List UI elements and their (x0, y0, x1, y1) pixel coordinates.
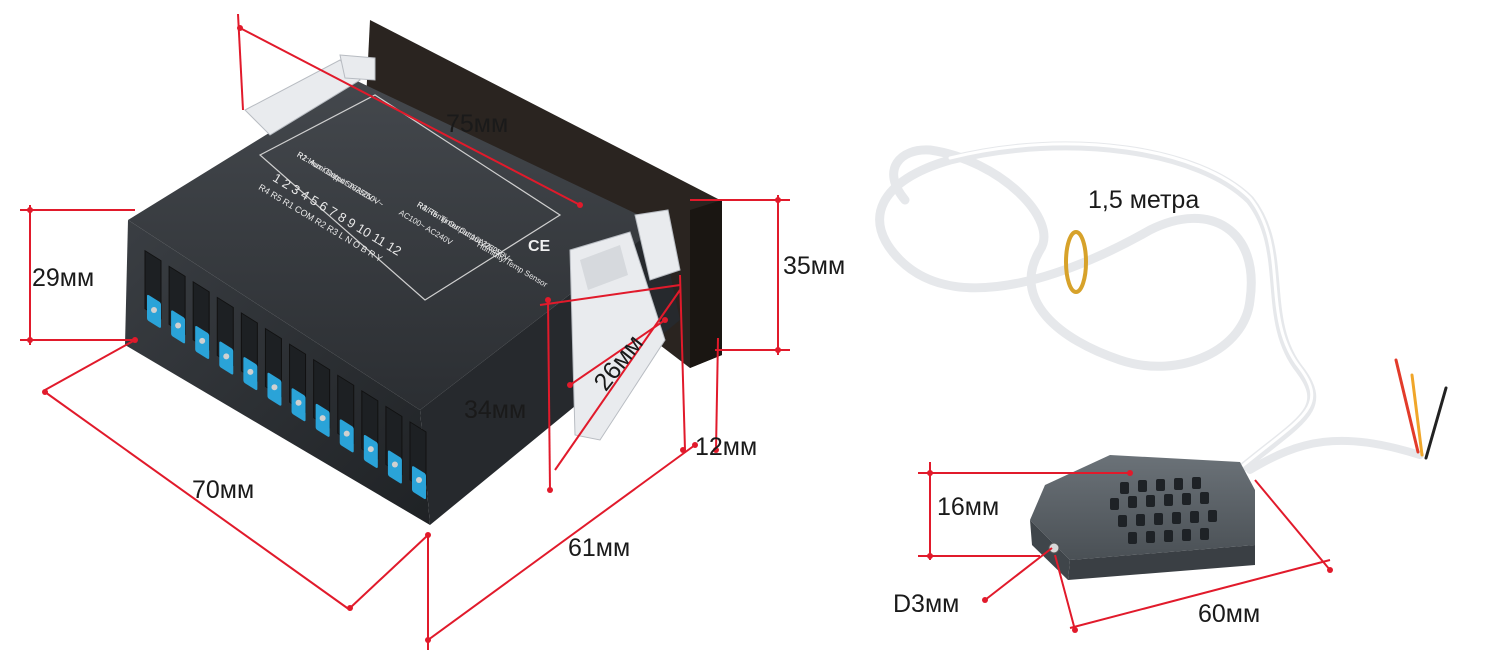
vent-slot (1128, 496, 1137, 508)
controller-top-face (128, 80, 660, 410)
terminal-screw (319, 415, 326, 422)
vent-slot (1172, 512, 1181, 524)
sensor-vent-slots (1110, 477, 1217, 544)
dim-70mm: 70мм (192, 476, 255, 504)
dimension-endpoint (567, 382, 573, 388)
vent-slot (1174, 478, 1183, 490)
dimension-endpoint (982, 597, 988, 603)
dim-34mm: 34мм (464, 396, 527, 424)
dimension-endpoint (425, 637, 431, 643)
dimension-endpoint (680, 447, 686, 453)
spec-label-frame (258, 94, 562, 301)
dimension-endpoint (1327, 567, 1333, 573)
terminal-screw (175, 322, 182, 329)
sensor-body (1030, 455, 1255, 560)
mounting-hole (1048, 542, 1060, 554)
dimension-endpoint (237, 25, 243, 31)
vent-slot (1208, 510, 1217, 522)
dimension-endpoint (425, 532, 431, 538)
terminal-screw (271, 384, 278, 391)
vent-slot (1110, 498, 1119, 510)
dimension-endpoint (42, 389, 48, 395)
vent-slot (1138, 480, 1147, 492)
vent-slot (1156, 479, 1165, 491)
dimension-endpoint (27, 207, 33, 213)
dimension-endpoint (775, 197, 781, 203)
vent-slot (1190, 511, 1199, 523)
dimension-endpoint (545, 297, 551, 303)
mounting-clips (244, 54, 681, 441)
cable-length: 1,5 метра (1088, 186, 1200, 214)
terminal-screw (343, 430, 350, 437)
terminal-screw (367, 446, 374, 453)
sensor-dimension-endpoints (927, 470, 1333, 633)
sensor-bottom (1068, 545, 1255, 580)
terminal-screw (151, 307, 157, 313)
dimension-endpoints (27, 25, 781, 643)
dimension-endpoint (547, 487, 553, 493)
controller-dimensions (20, 13, 790, 650)
dimension-endpoint (132, 337, 138, 343)
dimension-endpoint (927, 470, 933, 476)
clip-right-ridges (580, 245, 628, 290)
vent-slot (1164, 530, 1173, 542)
vent-slot (1192, 477, 1201, 489)
terminal-screw (391, 461, 398, 468)
clip-left (244, 59, 361, 136)
sensor-cable-highlight (948, 142, 1314, 470)
dimension-endpoint (927, 553, 933, 559)
dimension-endpoint (1127, 470, 1133, 476)
clip-right-top (634, 209, 681, 281)
dim-61mm: 61мм (568, 534, 631, 562)
vent-slot (1146, 531, 1155, 543)
dim-75mm: 75мм (446, 110, 509, 138)
vent-slot (1182, 493, 1191, 505)
front-bezel-edge (690, 200, 722, 368)
dimension-endpoint (577, 202, 583, 208)
sensor-wires (1394, 358, 1448, 460)
dimension-endpoint (27, 337, 33, 343)
vent-slot (1164, 494, 1173, 506)
dim-60mm: 60мм (1198, 600, 1261, 628)
terminal-screw (199, 337, 206, 344)
dimension-endpoint (1072, 627, 1078, 633)
vent-slot (1182, 529, 1191, 541)
terminal-screw (247, 368, 254, 375)
vent-slot (1136, 514, 1145, 526)
ce-mark: CE (528, 238, 551, 255)
dimension-endpoint (713, 447, 719, 453)
dimension-endpoint (692, 442, 698, 448)
vent-slot (1200, 528, 1209, 540)
clip-left-tab (339, 54, 376, 81)
sensor-dimensions (918, 462, 1331, 631)
terminal-screw (416, 477, 422, 483)
dim-29mm: 29мм (32, 264, 95, 292)
rubber-band (1064, 230, 1088, 294)
dimension-endpoint (347, 605, 353, 611)
vent-slot (1120, 482, 1129, 494)
terminal-block-row (144, 249, 427, 500)
dim-d3mm: D3мм (893, 590, 960, 618)
vent-slot (1146, 495, 1155, 507)
dim-12mm: 12мм (695, 433, 758, 461)
dim-16mm: 16мм (937, 493, 1000, 521)
dimension-endpoint (775, 347, 781, 353)
terminal-screw (223, 353, 230, 360)
vent-slot (1200, 492, 1209, 504)
terminal-screw (295, 399, 302, 406)
vent-slot (1154, 513, 1163, 525)
vent-slot (1128, 532, 1137, 544)
vent-slot (1118, 515, 1127, 527)
dim-35mm: 35мм (783, 252, 846, 280)
dimension-endpoint (662, 317, 668, 323)
